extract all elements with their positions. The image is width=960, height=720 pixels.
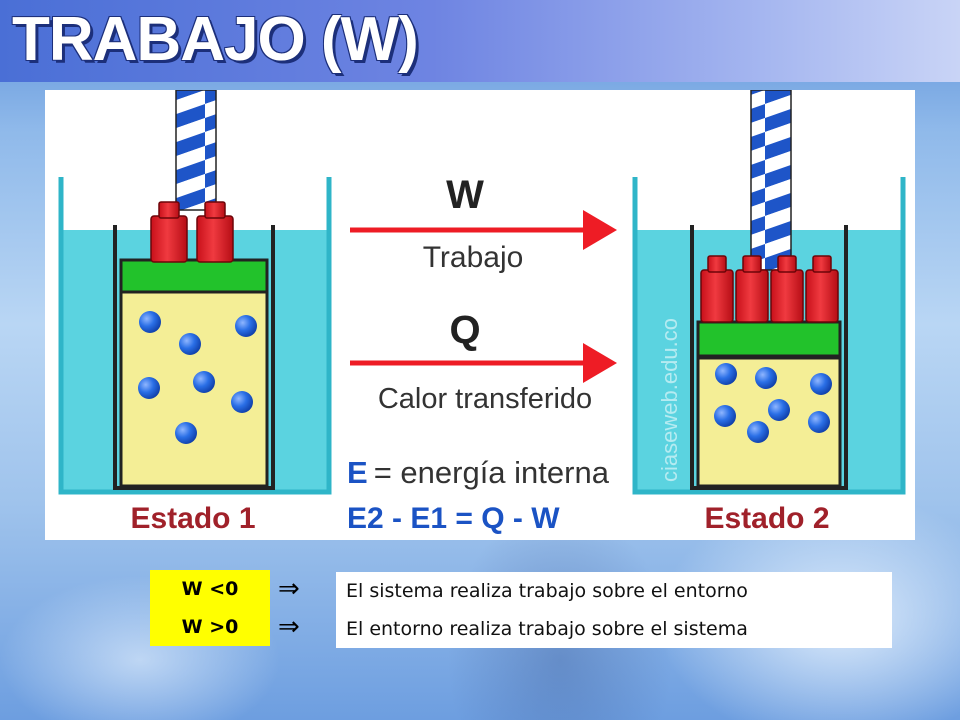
state2-molecules: [714, 363, 832, 443]
work-symbol: W: [446, 173, 484, 217]
state1-piston: [119, 258, 269, 294]
implies-arrow-icon: ⇒: [278, 612, 300, 642]
rule-description-negative: El sistema realiza trabajo sobre el ento…: [336, 572, 892, 610]
state1-rod: [175, 90, 217, 211]
diagram-canvas: Estado 1 ciaseweb.edu.co: [58, 90, 906, 535]
state2-label: Estado 2: [704, 502, 829, 535]
heat-label: Calor transferido: [378, 383, 592, 415]
state2-cylinder: [690, 225, 848, 490]
state1-molecules: [138, 311, 257, 444]
implies-arrow-icon: ⇒: [278, 574, 300, 604]
state2-beaker: [632, 177, 906, 495]
first-law-equation: E2 - E1 = Q - W: [347, 502, 560, 535]
page-title: TRABAJO (W): [12, 5, 419, 74]
heat-arrow-group: Q Calor transferido: [350, 308, 617, 415]
state1-label: Estado 1: [130, 502, 255, 535]
work-label: Trabajo: [423, 241, 524, 274]
equations: E= energía interna E2 - E1 = Q - W: [347, 455, 610, 535]
state1-beaker: [58, 177, 332, 495]
state2-container: ciaseweb.edu.co: [632, 90, 906, 535]
state2-rod: [750, 90, 792, 271]
watermark: ciaseweb.edu.co: [657, 318, 682, 482]
heat-arrow-head: [583, 343, 617, 383]
state2-piston: [696, 320, 842, 358]
title-bar: TRABAJO (W): [0, 0, 960, 82]
heat-symbol: Q: [449, 308, 480, 352]
state1-cylinder: [113, 225, 275, 490]
energy-definition: E= energía interna: [347, 455, 610, 490]
work-arrow-head: [583, 210, 617, 250]
state2-weights: [700, 255, 839, 323]
rule-description-positive: El entorno realiza trabajo sobre el sist…: [336, 610, 892, 648]
rule-condition-positive: W >0: [150, 608, 270, 646]
rule-condition-negative: W <0: [150, 570, 270, 608]
work-arrow-group: W Trabajo: [350, 173, 617, 274]
thermo-diagram: Estado 1 ciaseweb.edu.co: [45, 90, 915, 540]
state1-container: Estado 1: [58, 90, 332, 535]
state1-weights: [150, 201, 234, 263]
